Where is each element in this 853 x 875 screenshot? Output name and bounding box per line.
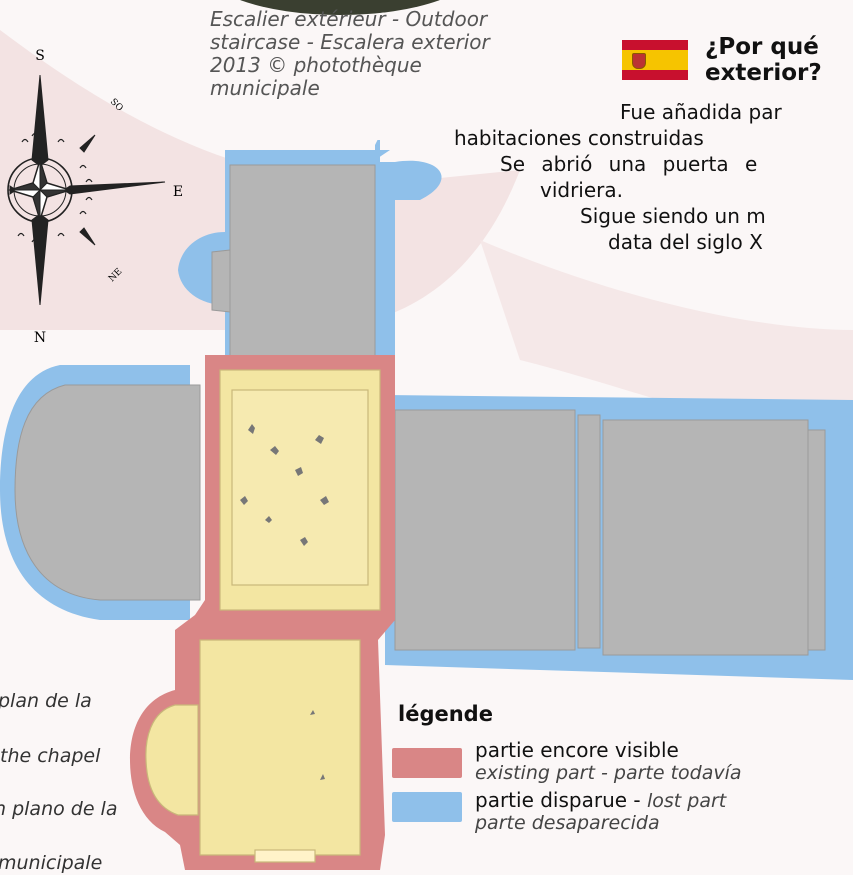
plan-caption-line-1: plan de la: [0, 690, 92, 712]
compass-label-south: S: [35, 48, 45, 64]
compass-label-north: N: [34, 330, 46, 346]
legend-lost-label: partie disparue -: [475, 788, 647, 812]
legend-visible-translation: existing part - parte todavía: [475, 762, 742, 784]
legend-swatch-lost: [392, 792, 462, 822]
compass-label-southwest: SO: [108, 97, 125, 114]
legend-title: légende: [398, 702, 493, 726]
legend-swatch-visible: [392, 748, 462, 778]
compass-label-east: E: [173, 184, 183, 200]
spanish-section-title: ¿Por qué exterior?: [705, 34, 822, 86]
legend-lost-translation-2: parte desaparecida: [475, 812, 660, 834]
chapel-floor-plan: [0, 140, 853, 870]
spain-flag-icon: [622, 40, 688, 80]
spanish-text-line-5: Sigue siendo un m: [580, 204, 766, 228]
plan-caption-line-4: municipale: [0, 852, 103, 874]
spanish-text-line-3: Se abrió una puerta e: [500, 152, 758, 176]
spanish-text-line-4: vidriera.: [540, 178, 624, 202]
spanish-text-line-6: data del siglo X: [608, 230, 763, 254]
spanish-text-line-1: Fue añadida par: [620, 100, 782, 124]
spanish-text-line-2: habitaciones construidas: [454, 126, 704, 150]
legend-visible-label: partie encore visible: [475, 738, 679, 762]
compass-rose-icon: S N E SO NE: [7, 48, 183, 346]
plan-caption-line-2: the chapel: [0, 745, 101, 767]
plan-caption-line-3: n plano de la: [0, 798, 118, 820]
photo-caption: Escalier extérieur - Outdoor staircase -…: [210, 7, 490, 100]
legend-lost-translation: lost part: [647, 790, 727, 812]
